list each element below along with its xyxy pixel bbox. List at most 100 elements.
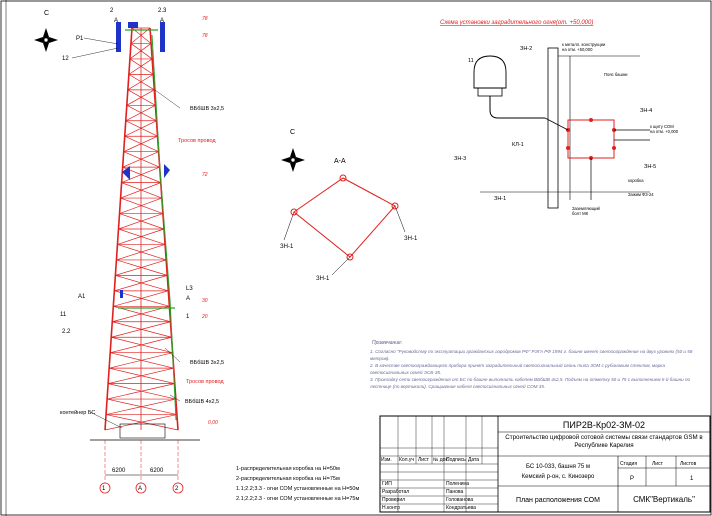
- axis-label-1: 1: [102, 486, 106, 492]
- sheets-value: 1: [690, 476, 694, 482]
- col-list: Лист: [418, 457, 430, 463]
- notes: Примечание: 1. Согласно "Руководству по …: [370, 340, 693, 389]
- junction-box: [567, 119, 615, 159]
- detail-note-3: Пояс башни: [604, 72, 628, 77]
- wire-label-mid: Тросов провод: [186, 379, 224, 385]
- title-block: [379, 415, 711, 513]
- detail-note-5: на отм. +0,000: [650, 129, 679, 134]
- role-nkontr: Н.контр: [382, 505, 400, 511]
- axis-bubble-b: [135, 482, 147, 494]
- object-name: БС 10-033, башня 75 м: [526, 464, 590, 470]
- detail-label-zn5: ЗН-5: [644, 164, 656, 170]
- sheets-header: Листов: [680, 461, 697, 467]
- col-koluch: Кол.уч: [399, 457, 414, 463]
- sheet-header: Лист: [652, 461, 664, 467]
- detail-note-6: коробка: [628, 178, 644, 183]
- detail-label-zn3: ЗН-3: [454, 156, 466, 162]
- section-a-a: С А-А ЗН-1 ЗН-1 ЗН-1: [280, 129, 418, 282]
- name-2: Панова: [446, 489, 464, 495]
- level-mark-3: 30: [202, 298, 208, 304]
- level-mark-top: 78: [202, 16, 208, 22]
- axis-bubble-a: [99, 482, 111, 494]
- detail-note-8: болт М8: [572, 211, 589, 216]
- wire-label-top: Тросов провод: [178, 138, 216, 144]
- section-label-2: ЗН-1: [404, 236, 418, 242]
- section-node: [339, 174, 347, 182]
- col-ndok: № док.: [433, 457, 449, 463]
- axis-label-a: А: [138, 486, 142, 492]
- section-title: А-А: [334, 158, 346, 165]
- col-data: Дата: [468, 457, 479, 463]
- container-bs: [119, 423, 166, 439]
- object-location: Кемский р-он, с. Кинозеро: [522, 473, 595, 480]
- legend: 1-распределительная коробка на Н=50м 2-р…: [236, 466, 359, 502]
- label-top-23: 2.3: [158, 8, 167, 14]
- label-top-a-left: А: [114, 18, 118, 24]
- notes-title: Примечание:: [372, 340, 403, 346]
- detail-label-11: 11: [468, 58, 474, 64]
- company-name: СМК"Вертикаль": [633, 495, 695, 504]
- light-install-detail: Схема установки заградительного огня(от.…: [440, 20, 679, 216]
- cable-label-2: ВБбШВ 3х2,5: [190, 360, 224, 366]
- tower-elevation: С 1 А 2 6200 6200: [34, 8, 224, 494]
- north-arrow-icon: [34, 28, 58, 52]
- section-node: [290, 208, 298, 216]
- section-node: [346, 253, 354, 261]
- level-mark-zero: 0,00: [208, 420, 218, 426]
- antenna-mid-left: [122, 166, 130, 180]
- antenna-left-top: [116, 22, 121, 52]
- antenna-mid-right: [164, 164, 170, 178]
- level-mark-1: 78: [202, 33, 208, 39]
- obstruction-light: [473, 55, 507, 89]
- cable-label-1: ВБбШВ 3х2,5: [190, 106, 224, 112]
- container-label: контейнер БС: [60, 409, 95, 416]
- note-1: 1. Согласно "Руководству по эксплуатации…: [370, 349, 693, 361]
- dimension-1: 6200: [112, 468, 126, 474]
- axis-label-2: 2: [175, 486, 179, 492]
- label-12: 12: [62, 56, 69, 62]
- section-north-label: С: [290, 129, 295, 136]
- section-label-3: ЗН-1: [316, 276, 330, 282]
- detail-note-2: на отм. +50,000: [562, 47, 593, 52]
- title-block-text: Изм. Кол.уч Лист № док. Подпись Дата ГИП…: [381, 457, 479, 511]
- label-22: 2.2: [62, 329, 71, 335]
- legend-line-2: 2-распределительная коробка на Н=75м: [236, 476, 340, 482]
- antenna-right-top: [160, 22, 165, 52]
- north-arrow-icon: [281, 148, 305, 172]
- col-podpis: Подпись: [446, 457, 466, 463]
- label-top-a-right: А: [160, 18, 164, 24]
- label-a-right: А: [186, 296, 190, 302]
- detail-label-zn2: ЗН-2: [520, 46, 532, 52]
- antenna-low: [120, 290, 123, 298]
- drawing-code: ПИР2В-Кр02-ЗМ-02: [563, 420, 645, 430]
- tower-belt: [547, 47, 559, 209]
- name-3: Голованова: [446, 497, 473, 503]
- role-razrab: Разработал: [382, 489, 409, 495]
- axis-bubble-c: [172, 482, 184, 494]
- light-base: [477, 87, 503, 97]
- legend-line-4: 2.1;2.2;2.3 - огни СОМ установленные на …: [236, 496, 359, 502]
- note-2: 2. В качестве светоограждающего прибора …: [370, 363, 666, 375]
- name-1: Поленина: [446, 481, 469, 487]
- sheet-title: План расположения СОМ: [516, 497, 600, 504]
- stage-header: Стадия: [620, 461, 637, 467]
- label-1: 1: [186, 314, 190, 320]
- detail-note-7: Заземляющий: [572, 206, 601, 211]
- col-izm: Изм.: [381, 457, 392, 463]
- light-bracket: [489, 96, 545, 119]
- section-label-1: ЗН-1: [280, 244, 294, 250]
- section-node: [391, 202, 399, 210]
- label-a1: А1: [78, 294, 86, 300]
- tower-bracing: [104, 27, 179, 431]
- legend-line-1: 1-распределительная коробка на Н=50м: [236, 466, 340, 472]
- legend-line-3: 1.1;2.2;3.3 - огни СОМ установленные на …: [236, 486, 359, 492]
- label-11: 11: [60, 312, 67, 318]
- role-gip: ГИП: [382, 481, 392, 487]
- role-prover: Проверил: [382, 497, 405, 503]
- project-title: Строительство цифровой сотовой системы с…: [505, 434, 703, 449]
- cable-label-3: ВБбШВ 4х2,5: [185, 399, 219, 405]
- label-p1: Р1: [76, 36, 84, 42]
- antenna-top: [128, 22, 138, 28]
